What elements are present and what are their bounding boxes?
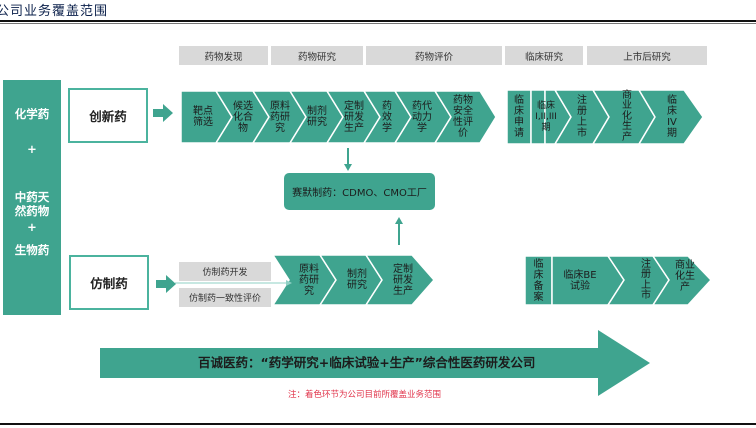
chevron-generic-cdmo xyxy=(364,254,435,306)
category-tcm-line2: 然药物 xyxy=(14,204,50,218)
label-generic-formulation: 制剂 研究 xyxy=(347,269,367,291)
category-chemical: 化学药 xyxy=(14,107,50,121)
innovative-drug-box: 创新药 xyxy=(68,88,148,143)
bottom-rule xyxy=(0,423,756,425)
plus-sign: + xyxy=(27,220,37,234)
label-api-research: 原料 药研 究 xyxy=(270,100,290,134)
label-registration: 注 册 上 市 xyxy=(577,95,587,139)
label-pharmacodynamics: 药 效 学 xyxy=(382,100,392,134)
label-clinical-application: 临 床 申 请 xyxy=(514,95,524,139)
arrow-down-icon xyxy=(344,164,352,171)
summary-big-arrow xyxy=(100,330,650,396)
cdmo-cmo-factory-box: 赛默制药：CDMO、CMO工厂 xyxy=(284,173,435,210)
generic-consistency-eval-item: 仿制药一致性评价 xyxy=(179,288,271,307)
chevron-generic-commercialization xyxy=(651,255,713,306)
label-generic-registration: 注 册 上 市 xyxy=(641,258,651,301)
top-rule xyxy=(0,20,756,22)
coverage-note: 注：着色环节为公司目前所覆盖业务范围 xyxy=(288,390,442,400)
plus-sign: + xyxy=(27,142,37,156)
chevron-safety-eval xyxy=(433,90,497,144)
generic-development-item: 仿制药开发 xyxy=(179,262,271,281)
stage-clinical-application xyxy=(506,89,532,145)
category-biologic: 生物药 xyxy=(14,243,50,257)
arrow-up-icon xyxy=(395,217,403,224)
label-be-trial: 临床BE 试验 xyxy=(563,269,597,292)
summary-label: 百诚医药：“药学研究+临床试验+生产”综合性医药研发公司 xyxy=(198,355,536,370)
stage-header-research: 药物研究 xyxy=(271,46,363,65)
stage-header-evaluation: 药物评价 xyxy=(366,46,502,65)
chevron-phase-iv xyxy=(637,89,704,145)
stage-header-post-market: 上市后研究 xyxy=(587,46,707,65)
stage-header-discovery: 药物发现 xyxy=(179,46,268,65)
label-cdmo: 定制 研发 生产 xyxy=(344,100,364,134)
label-commercialization: 商 业 化 生 产 xyxy=(622,89,632,143)
label-generic-commercialization: 商业 化生 产 xyxy=(675,259,695,293)
label-pharmacokinetics: 药代 动力 学 xyxy=(412,100,432,134)
label-generic-api: 原料 药研 究 xyxy=(299,263,319,297)
generic-drug-box: 仿制药 xyxy=(69,255,149,310)
label-clinical-trials: 临床 I,II,III 期 xyxy=(535,100,557,133)
stage-header-clinical: 临床研究 xyxy=(505,46,583,65)
category-tcm-line1: 中药天 xyxy=(14,190,50,204)
label-safety-eval: 药物 安全 性评 价 xyxy=(453,95,473,139)
label-target-screening: 靶点 筛选 xyxy=(193,106,213,128)
label-formulation-research: 制剂 研究 xyxy=(307,106,327,128)
label-generic-cdmo: 定制 研发 生产 xyxy=(393,263,413,297)
page-title: 公司业务覆盖范围 xyxy=(0,4,109,19)
connector-arrowhead-icon xyxy=(286,280,292,286)
arrow-right-icon xyxy=(153,104,173,122)
drug-category-bar: 化学药 + 中药天 然药物 + 生物药 xyxy=(3,80,61,315)
stage-clinical-filing xyxy=(524,255,553,306)
label-candidate-compound: 候选 化合 物 xyxy=(233,100,253,134)
label-clinical-filing: 临 床 备 案 xyxy=(533,258,544,303)
arrow-right-icon xyxy=(156,275,176,293)
top-rule-thin xyxy=(0,23,756,24)
label-phase-iv: 临 床 IV 期 xyxy=(667,95,677,139)
